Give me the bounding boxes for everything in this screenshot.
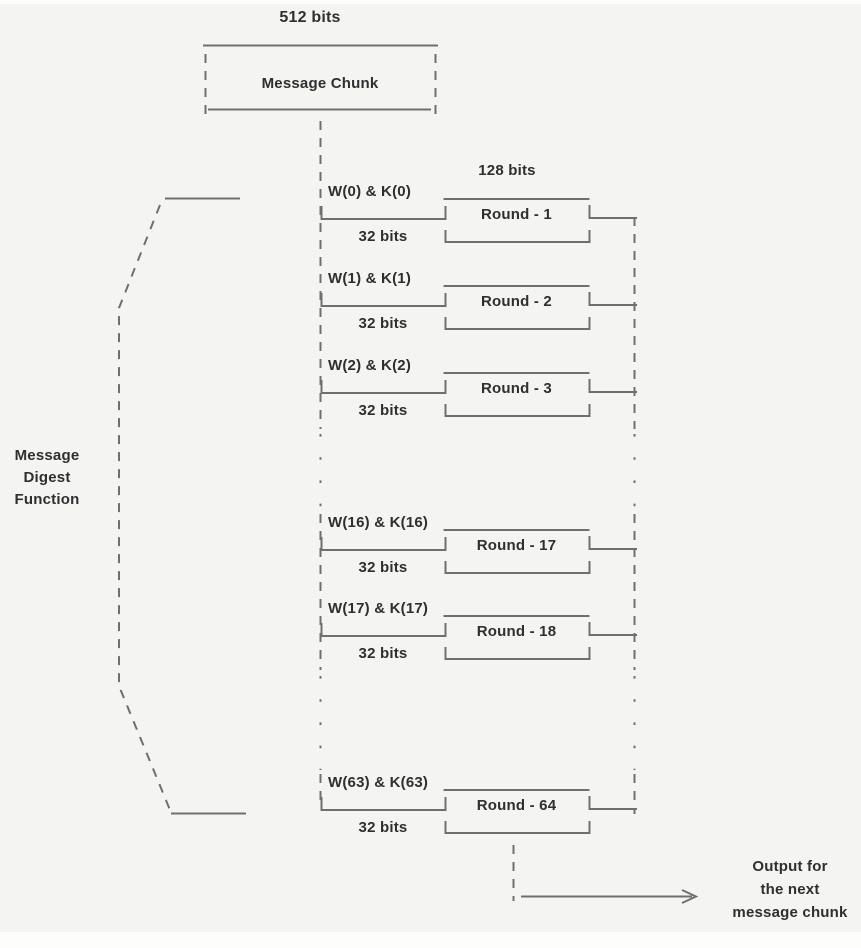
round-3-word-size-label: 32 bits [358,402,408,419]
message-chunk-label: Message Chunk [261,75,379,92]
top-margin-band [0,0,861,4]
message-digest-function-label: Message Digest Function [14,447,80,508]
round-1-word-size-label: 32 bits [358,228,408,245]
output-next-chunk-label: Output for the next message chunk [732,858,848,921]
output-arrowhead [681,889,699,904]
round-6-round-title-label: Round - 64 [476,797,557,814]
round-6-wk-input-label: W(63) & K(63) [328,774,429,791]
round-block-lines-4 [320,529,637,574]
round-5-word-size-label: 32 bits [358,645,408,662]
chunk-size-label: 512 bits [279,9,341,26]
round-5-round-title-label: Round - 18 [476,623,557,640]
round-block-lines-5 [320,615,637,660]
round-2-wk-input-label: W(1) & K(1) [328,270,412,287]
round-1-wk-input-label: W(0) & K(0) [328,183,412,200]
round-3-round-title-label: Round - 3 [481,380,552,397]
round-6-word-size-label: 32 bits [358,819,408,836]
round-4-round-title-label: Round - 17 [476,537,557,554]
bottom-margin-band [0,932,861,948]
round-block-lines-1 [320,198,637,243]
brace-dashed-curve [118,204,171,811]
round-5-wk-input-label: W(17) & K(17) [328,600,429,617]
round-4-word-size-label: 32 bits [358,559,408,576]
state-size-label: 128 bits [478,162,536,179]
round-3-wk-input-label: W(2) & K(2) [328,357,412,374]
round-block-lines-3 [320,372,637,417]
round-2-round-title-label: Round - 2 [481,293,552,310]
round-block-lines-6 [320,789,637,834]
round-1-round-title-label: Round - 1 [481,206,552,223]
round-2-word-size-label: 32 bits [358,315,408,332]
round-block-lines-2 [320,285,637,330]
round-4-wk-input-label: W(16) & K(16) [328,514,429,531]
